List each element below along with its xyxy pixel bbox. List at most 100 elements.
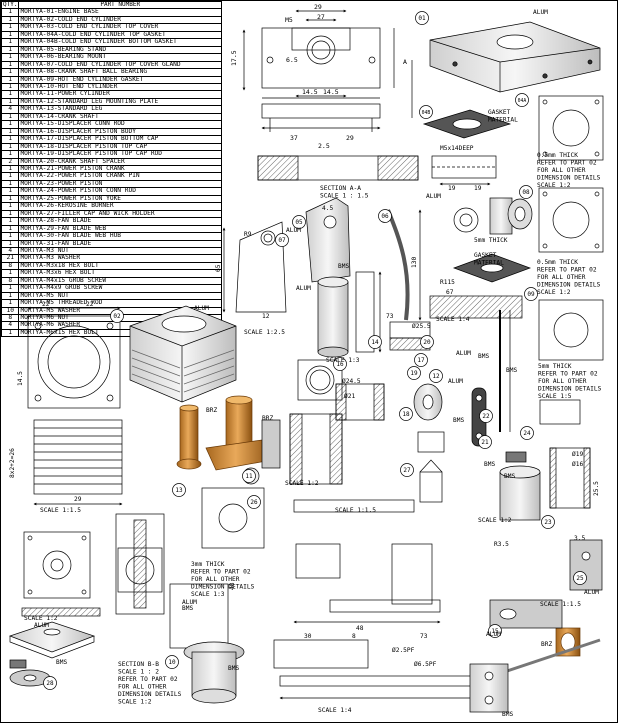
material-alum-05: ALUM <box>286 227 301 234</box>
balloon-label: 18 <box>402 411 410 418</box>
balloon-label: 15 <box>491 628 499 635</box>
note-line: REFER TO PART 02 <box>118 676 178 683</box>
qty-cell: 1 <box>0 291 20 301</box>
part-23-power-piston <box>499 447 591 521</box>
fasteners <box>9 451 527 669</box>
qty-cell: 10 <box>0 306 20 316</box>
part-05-bearing-stand-view <box>222 221 287 313</box>
part-03-iso <box>8 621 96 659</box>
material-bms-27: BMS <box>453 417 464 424</box>
dim-dia-2-5pf: Ø2.5PF <box>392 646 415 654</box>
balloon-13: 13 <box>172 483 186 497</box>
qty-cell: 1 <box>0 328 20 338</box>
scale-1-3-a: SCALE 1:3 <box>326 357 360 364</box>
dim-14-5-a: 14.5 <box>302 88 318 96</box>
material-brz-22: BRZ <box>262 415 273 422</box>
balloon-08: 08 <box>519 185 533 199</box>
dim-m5: M5 <box>285 16 293 24</box>
balloon-01: 01 <box>415 11 429 25</box>
note-line: SCALE 1:2 <box>537 182 571 189</box>
material-bms-15: BMS <box>502 711 513 718</box>
note-line: GASKET <box>474 252 497 259</box>
dim-73: 73 <box>386 313 394 320</box>
qty-cell: 1 <box>0 60 20 70</box>
qty-cell: 1 <box>0 45 20 55</box>
part-09-gasket-iso <box>452 253 532 283</box>
part-08-ball-bearing <box>453 197 533 235</box>
dim-dia-16: Ø16 <box>572 460 583 468</box>
balloon-label: 04B <box>422 110 431 116</box>
qty-cell: 1 <box>0 284 20 293</box>
note-line: REFER TO PART 02 <box>537 267 597 274</box>
scale-1-2-c: SCALE 1:2 <box>24 615 58 622</box>
material-alum-02: ALUM <box>194 305 209 312</box>
note-line: SCALE 1 : 2 <box>118 669 159 676</box>
part-01-front-view <box>242 9 413 132</box>
scale-1-2-b: SCALE 1:2 <box>478 517 512 524</box>
qty-cell: 1 <box>0 15 20 25</box>
qty-cell: 1 <box>0 232 20 241</box>
balloon-22: 22 <box>479 409 493 423</box>
balloon-label: 02 <box>113 313 121 320</box>
balloon-label: 06 <box>381 213 389 220</box>
balloon-14: 14 <box>368 335 382 349</box>
part-03-side-view <box>21 607 101 617</box>
dim-8x2-2: 8x2+2=26 <box>9 448 16 478</box>
qty-cell: 1 <box>0 127 20 137</box>
material-alum-16: ALUM <box>296 285 311 292</box>
material-brz-20: BRZ <box>206 407 217 414</box>
material-alum-07: ALUM <box>426 193 441 200</box>
part-02-front-view <box>33 419 123 506</box>
part-number-cell: MORTYA-30-FAN BLADE WEB HUB <box>18 232 222 241</box>
balloon-label: 16 <box>336 361 344 368</box>
scale-1-4-b: SCALE 1:4 <box>318 707 352 714</box>
qty-cell: 4 <box>0 105 20 114</box>
part-22-crank-pin-brass <box>205 395 273 471</box>
part-01-section-a <box>257 155 419 181</box>
qty-header: QTY. <box>0 0 20 10</box>
dim-29: 29 <box>314 3 322 11</box>
balloon-25: 25 <box>573 571 587 585</box>
part-02-iso <box>129 305 237 403</box>
qty-cell: 1 <box>0 112 20 122</box>
dim-r9: R9 <box>244 231 252 238</box>
note-line: SECTION A-A <box>320 185 361 192</box>
balloon-label: 08 <box>522 189 530 196</box>
balloon-05: 05 <box>292 215 306 229</box>
balloon-label: 01 <box>418 15 426 22</box>
qty-cell: 1 <box>0 90 20 99</box>
balloon-24: 24 <box>520 426 534 440</box>
qty-cell: 1 <box>0 224 20 234</box>
balloon-17: 17 <box>414 353 428 367</box>
balloon-09: 09 <box>524 287 538 301</box>
balloon-label: 28 <box>46 680 54 687</box>
qty-cell: 4 <box>0 246 20 256</box>
dim-8: 8 <box>352 633 356 640</box>
balloon-label: 19 <box>410 370 418 377</box>
material-alum-01: ALUM <box>533 9 548 16</box>
material-bms-14: BMS <box>338 263 349 270</box>
note-line: FOR ALL OTHER <box>537 274 586 281</box>
balloon-02: 02 <box>110 309 124 323</box>
material-brz-21: BRZ <box>541 641 552 648</box>
part-14-crank-shaft <box>293 499 441 624</box>
qty-cell: 1 <box>0 30 20 40</box>
note-line: 3mm THICK <box>191 561 225 568</box>
note-line: DIMENSION DETAILS <box>191 584 255 591</box>
balloon-26: 26 <box>247 495 261 509</box>
part-13-standard-leg <box>115 513 165 615</box>
note-line: SCALE 1:5 <box>538 393 572 400</box>
part-number-header: PART NUMBER <box>18 0 222 10</box>
qty-cell: 1 <box>0 269 20 278</box>
